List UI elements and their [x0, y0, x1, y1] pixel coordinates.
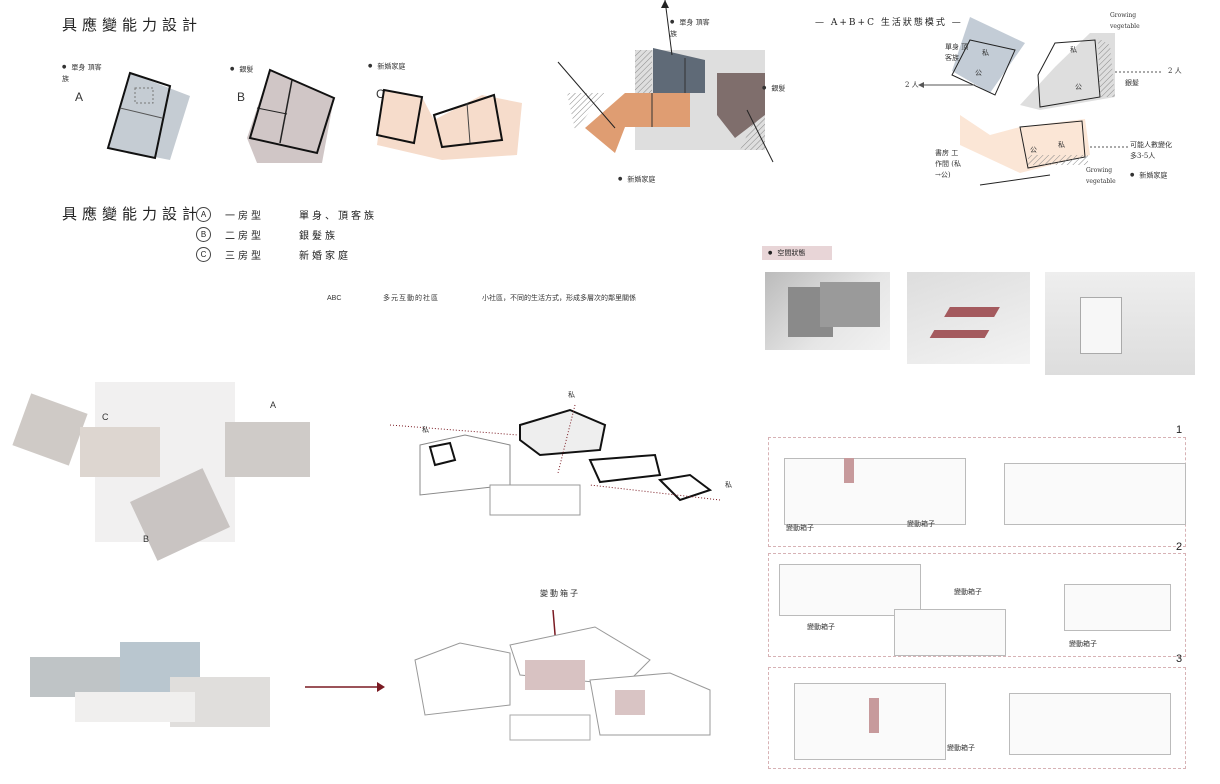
scenario-2-callout-2: 變動箱子 — [954, 588, 982, 596]
abc-growing-bottom: Growing vegetable — [1086, 167, 1116, 185]
legend-mark: C — [196, 246, 211, 262]
legend-title: 具應變能力設計 — [62, 205, 203, 223]
abc-label-two-right: 2 人 — [1168, 67, 1182, 75]
abc-public-a: 公 — [975, 69, 982, 77]
axon-box-diagram — [414, 609, 711, 741]
abc-label-elder: 銀髮 — [1125, 79, 1139, 87]
community-desc: 小社區，不同的生活方式，形成多層次的鄰里關係 — [482, 294, 636, 302]
plan-b-caption: 銀髮 — [230, 64, 253, 76]
abc-study: 書房 工作間 (私→公) — [935, 149, 961, 179]
abc-public-c: 公 — [1030, 146, 1037, 154]
axon-private-left: 私 — [422, 426, 429, 434]
plan-a-letter: A — [75, 90, 84, 104]
abc-label-single: 單身 頂客族 — [945, 43, 969, 62]
legend-row-a: A 一房型 單身、頂客族 — [196, 204, 377, 224]
zoning-label-newlywed: 新婚家庭 — [618, 174, 655, 186]
plan-a-caption: 單身 頂客族 — [62, 62, 102, 85]
transform-arrow — [305, 682, 385, 692]
legend-who: 銀髮族 — [299, 230, 338, 242]
abc-private-b: 私 — [1070, 46, 1077, 54]
floor-plan-render: C A B — [12, 382, 330, 562]
legend-mark: B — [196, 226, 211, 242]
page-title: 具應變能力設計 — [62, 16, 203, 34]
plan-c-letter: C — [376, 87, 385, 101]
zoning-diagram — [557, 0, 774, 163]
abc-public-b: 公 — [1075, 83, 1082, 91]
legend-mark: A — [196, 206, 211, 222]
scenario-2-number: 2 — [1176, 541, 1183, 553]
perspective-render — [20, 632, 290, 732]
render-label-b: B — [143, 534, 150, 544]
axon-private-right: 私 — [725, 481, 732, 489]
plan-b-drawing — [247, 68, 336, 163]
abc-mode-diagram — [918, 17, 1162, 186]
scenario-3-callout-1: 變動箱子 — [947, 744, 975, 752]
abc-label-two-left: 2 人 — [905, 81, 919, 89]
zoning-label-elder: 銀髮 — [762, 83, 785, 95]
scenario-3-box: 變動箱子 — [768, 667, 1186, 769]
legend-who: 單身、頂客族 — [299, 210, 377, 222]
scenario-1-box: 變動箱子 變動箱子 — [768, 437, 1186, 547]
scenario-1-callout-2: 變動箱子 — [907, 520, 935, 528]
render-label-c: C — [102, 412, 109, 422]
space-state-label: 空間狀態 — [762, 246, 832, 260]
legend-type: 二房型 — [225, 230, 264, 242]
legend-row-c: C 三房型 新婚家庭 — [196, 244, 377, 264]
legend-type: 三房型 — [225, 250, 264, 262]
plan-c-drawing — [375, 88, 522, 160]
axon-box-label: 變動箱子 — [540, 589, 580, 598]
plan-a-drawing — [106, 71, 190, 160]
legend-list: A 一房型 單身、頂客族 B 二房型 銀髮族 C 三房型 新婚家庭 — [196, 204, 377, 264]
scenario-2-box: 變動箱子 變動箱子 變動箱子 — [768, 553, 1186, 657]
community-abc: ABC — [327, 295, 342, 302]
space-render-3 — [1045, 272, 1195, 375]
zoning-label-single: 單身 頂客族 — [670, 17, 710, 40]
community-name: 多元互動的社區 — [383, 294, 439, 302]
space-render-1 — [765, 272, 890, 350]
abc-change: 可能人數變化 多3-5人 — [1130, 141, 1172, 160]
abc-mode-title: A+B+C 生活狀態模式 — [830, 18, 947, 28]
scenario-2-callout-3: 變動箱子 — [1069, 640, 1097, 648]
axon-private-diagram — [389, 404, 721, 516]
abc-newlywed: 新婚家庭 — [1130, 170, 1167, 182]
space-render-2 — [907, 272, 1030, 364]
scenario-1-callout-1: 變動箱子 — [786, 524, 814, 532]
plan-c-caption: 新婚家庭 — [368, 61, 405, 73]
scenario-1-number: 1 — [1176, 424, 1183, 436]
abc-private-a: 私 — [982, 49, 989, 57]
abc-private-c: 私 — [1058, 141, 1065, 149]
plan-b-letter: B — [237, 90, 246, 104]
abc-mode-title-wrap: — A+B+C 生活狀態模式 — — [815, 18, 963, 28]
abc-growing-top: Growing vegetable — [1110, 12, 1140, 30]
axon-private-top: 私 — [568, 391, 575, 399]
legend-who: 新婚家庭 — [299, 250, 351, 262]
legend-type: 一房型 — [225, 210, 264, 222]
legend-row-b: B 二房型 銀髮族 — [196, 224, 377, 244]
scenario-3-number: 3 — [1176, 653, 1183, 665]
render-label-a: A — [270, 400, 277, 410]
scenario-2-callout-1: 變動箱子 — [807, 623, 835, 631]
